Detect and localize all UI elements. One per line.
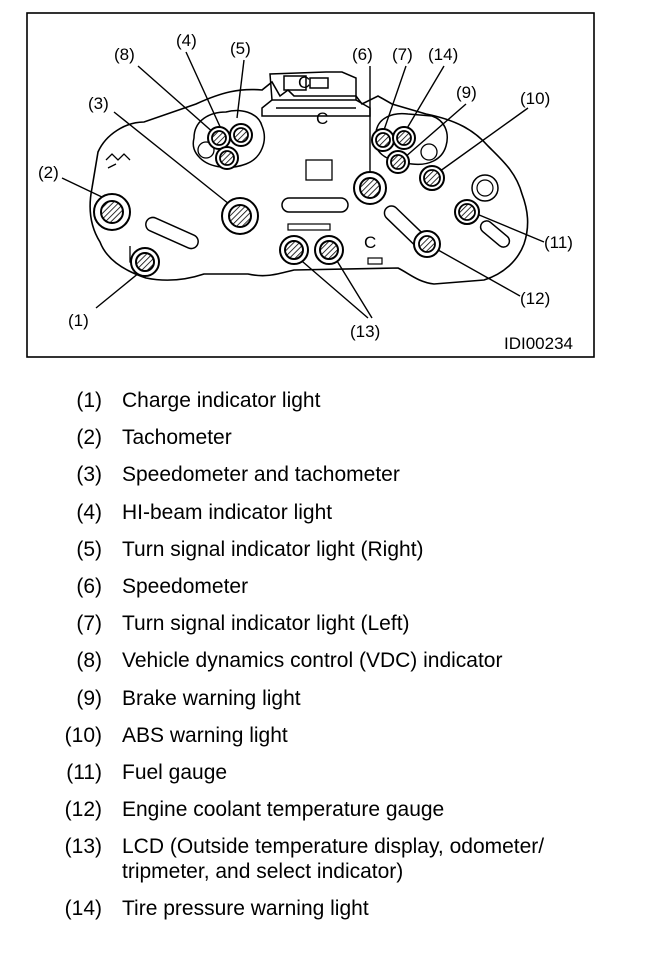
legend-text: Speedometer and tachometer xyxy=(122,463,400,487)
socket-1 xyxy=(130,247,160,277)
socket-6 xyxy=(353,171,387,205)
legend-item: (11) Fuel gauge xyxy=(40,760,660,785)
legend-item: (12) Engine coolant temperature gauge xyxy=(40,797,660,822)
callout-6: (6) xyxy=(352,45,373,64)
legend-item: (2) Tachometer xyxy=(40,425,660,450)
legend-number: (9) xyxy=(76,686,102,710)
callout-2: (2) xyxy=(38,163,59,182)
legend-item: (8) Vehicle dynamics control (VDC) indica… xyxy=(40,648,660,673)
legend-text: HI-beam indicator light xyxy=(122,500,333,524)
callout-13: (13) xyxy=(350,322,380,341)
socket-12 xyxy=(413,230,441,258)
legend-item: (4) HI-beam indicator light xyxy=(40,500,660,525)
legend-text: Engine coolant temperature gauge xyxy=(122,798,445,822)
empty-socket-right xyxy=(420,143,438,161)
legend-item: (6) Speedometer xyxy=(40,574,660,599)
callout-8: (8) xyxy=(114,45,135,64)
plate-mark-top: C xyxy=(298,73,310,92)
legend-number: (8) xyxy=(76,649,102,673)
legend-number: (12) xyxy=(64,798,102,822)
socket-7 xyxy=(371,128,395,152)
legend-text: Charge indicator light xyxy=(122,389,321,412)
empty-socket-far-right-inner xyxy=(476,179,494,197)
slot-center-lower xyxy=(287,223,331,231)
legend-item: (7) Turn signal indicator light (Left) xyxy=(40,611,660,636)
callout-3: (3) xyxy=(88,94,109,113)
circuit-plate-outline xyxy=(89,80,529,285)
legend-list: (1)Charge indicator light (2)Tachometer … xyxy=(40,388,660,934)
legend-number: (7) xyxy=(76,612,102,636)
slot-far-right xyxy=(479,220,511,248)
legend-text: ABS warning light xyxy=(122,723,288,747)
legend-item: (5) Turn signal indicator light (Right) xyxy=(40,537,660,562)
socket-13a xyxy=(279,235,309,265)
callout-7: (7) xyxy=(392,45,413,64)
callout-12: (12) xyxy=(520,289,550,308)
legend-text: Fuel gauge xyxy=(122,760,228,784)
leader-lines xyxy=(61,51,545,319)
legend-number: (2) xyxy=(76,426,102,450)
legend-item: (14) Tire pressure warning light xyxy=(40,896,660,921)
connector-small xyxy=(305,159,333,181)
connector-block xyxy=(261,71,371,117)
plate-mark-mid: C xyxy=(316,109,328,128)
callout-4: (4) xyxy=(176,31,197,50)
figure-id: IDI00234 xyxy=(504,334,573,353)
legend-item: (1) Charge indicator light xyxy=(40,388,660,413)
legend-item: (13) LCD (Outside temperature display, od… xyxy=(40,834,660,884)
legend-item: (9) Brake warning light xyxy=(40,686,660,711)
socket-4 xyxy=(215,146,239,170)
legend-item: (10) ABS warning light xyxy=(40,723,660,748)
legend-text: Speedometer xyxy=(122,574,249,598)
callout-10: (10) xyxy=(520,89,550,108)
plate-left-edge-detail xyxy=(105,153,131,169)
legend-text: LCD (Outside temperature display, odomet… xyxy=(122,835,545,884)
figure-frame xyxy=(26,12,595,358)
callout-11: (11) xyxy=(544,233,573,252)
legend-text: Turn signal indicator light (Left) xyxy=(122,612,410,636)
legend-text: Vehicle dynamics control (VDC) indicator xyxy=(122,649,503,673)
tab-bottom xyxy=(367,257,383,265)
legend-text: Brake warning light xyxy=(122,686,301,710)
instrument-cluster-figure: C C C xyxy=(26,12,596,359)
socket-cluster-left xyxy=(192,109,266,169)
legend-number: (14) xyxy=(64,897,102,921)
legend-item: (3) Speedometer and tachometer xyxy=(40,462,660,487)
legend-number: (6) xyxy=(76,574,102,598)
empty-socket-far-right xyxy=(471,174,499,202)
socket-10 xyxy=(419,165,445,191)
callout-1: (1) xyxy=(68,311,89,330)
socket-9 xyxy=(386,150,410,174)
callout-9: (9) xyxy=(456,83,477,102)
slot-center xyxy=(281,197,349,213)
legend-number: (11) xyxy=(66,760,102,784)
socket-2 xyxy=(93,193,131,231)
plate-mark-low: C xyxy=(364,233,376,252)
empty-socket-left xyxy=(197,141,215,159)
legend-number: (13) xyxy=(64,835,102,859)
cluster-diagram: C C C xyxy=(26,12,595,358)
legend-text: Tachometer xyxy=(122,426,232,450)
legend-number: (10) xyxy=(64,723,102,747)
legend-number: (1) xyxy=(76,389,102,412)
callout-14: (14) xyxy=(428,45,458,64)
legend-text: Turn signal indicator light (Right) xyxy=(122,537,424,561)
socket-3 xyxy=(221,197,259,235)
socket-13b xyxy=(314,235,344,265)
socket-5 xyxy=(229,123,253,147)
socket-8 xyxy=(207,126,231,150)
callout-5: (5) xyxy=(230,39,251,58)
socket-14 xyxy=(392,126,416,150)
legend-number: (5) xyxy=(76,537,102,561)
legend-number: (3) xyxy=(76,463,102,487)
legend-number: (4) xyxy=(76,500,102,524)
socket-11 xyxy=(454,199,480,225)
slot-left xyxy=(145,216,199,250)
legend-text: Tire pressure warning light xyxy=(122,897,369,921)
